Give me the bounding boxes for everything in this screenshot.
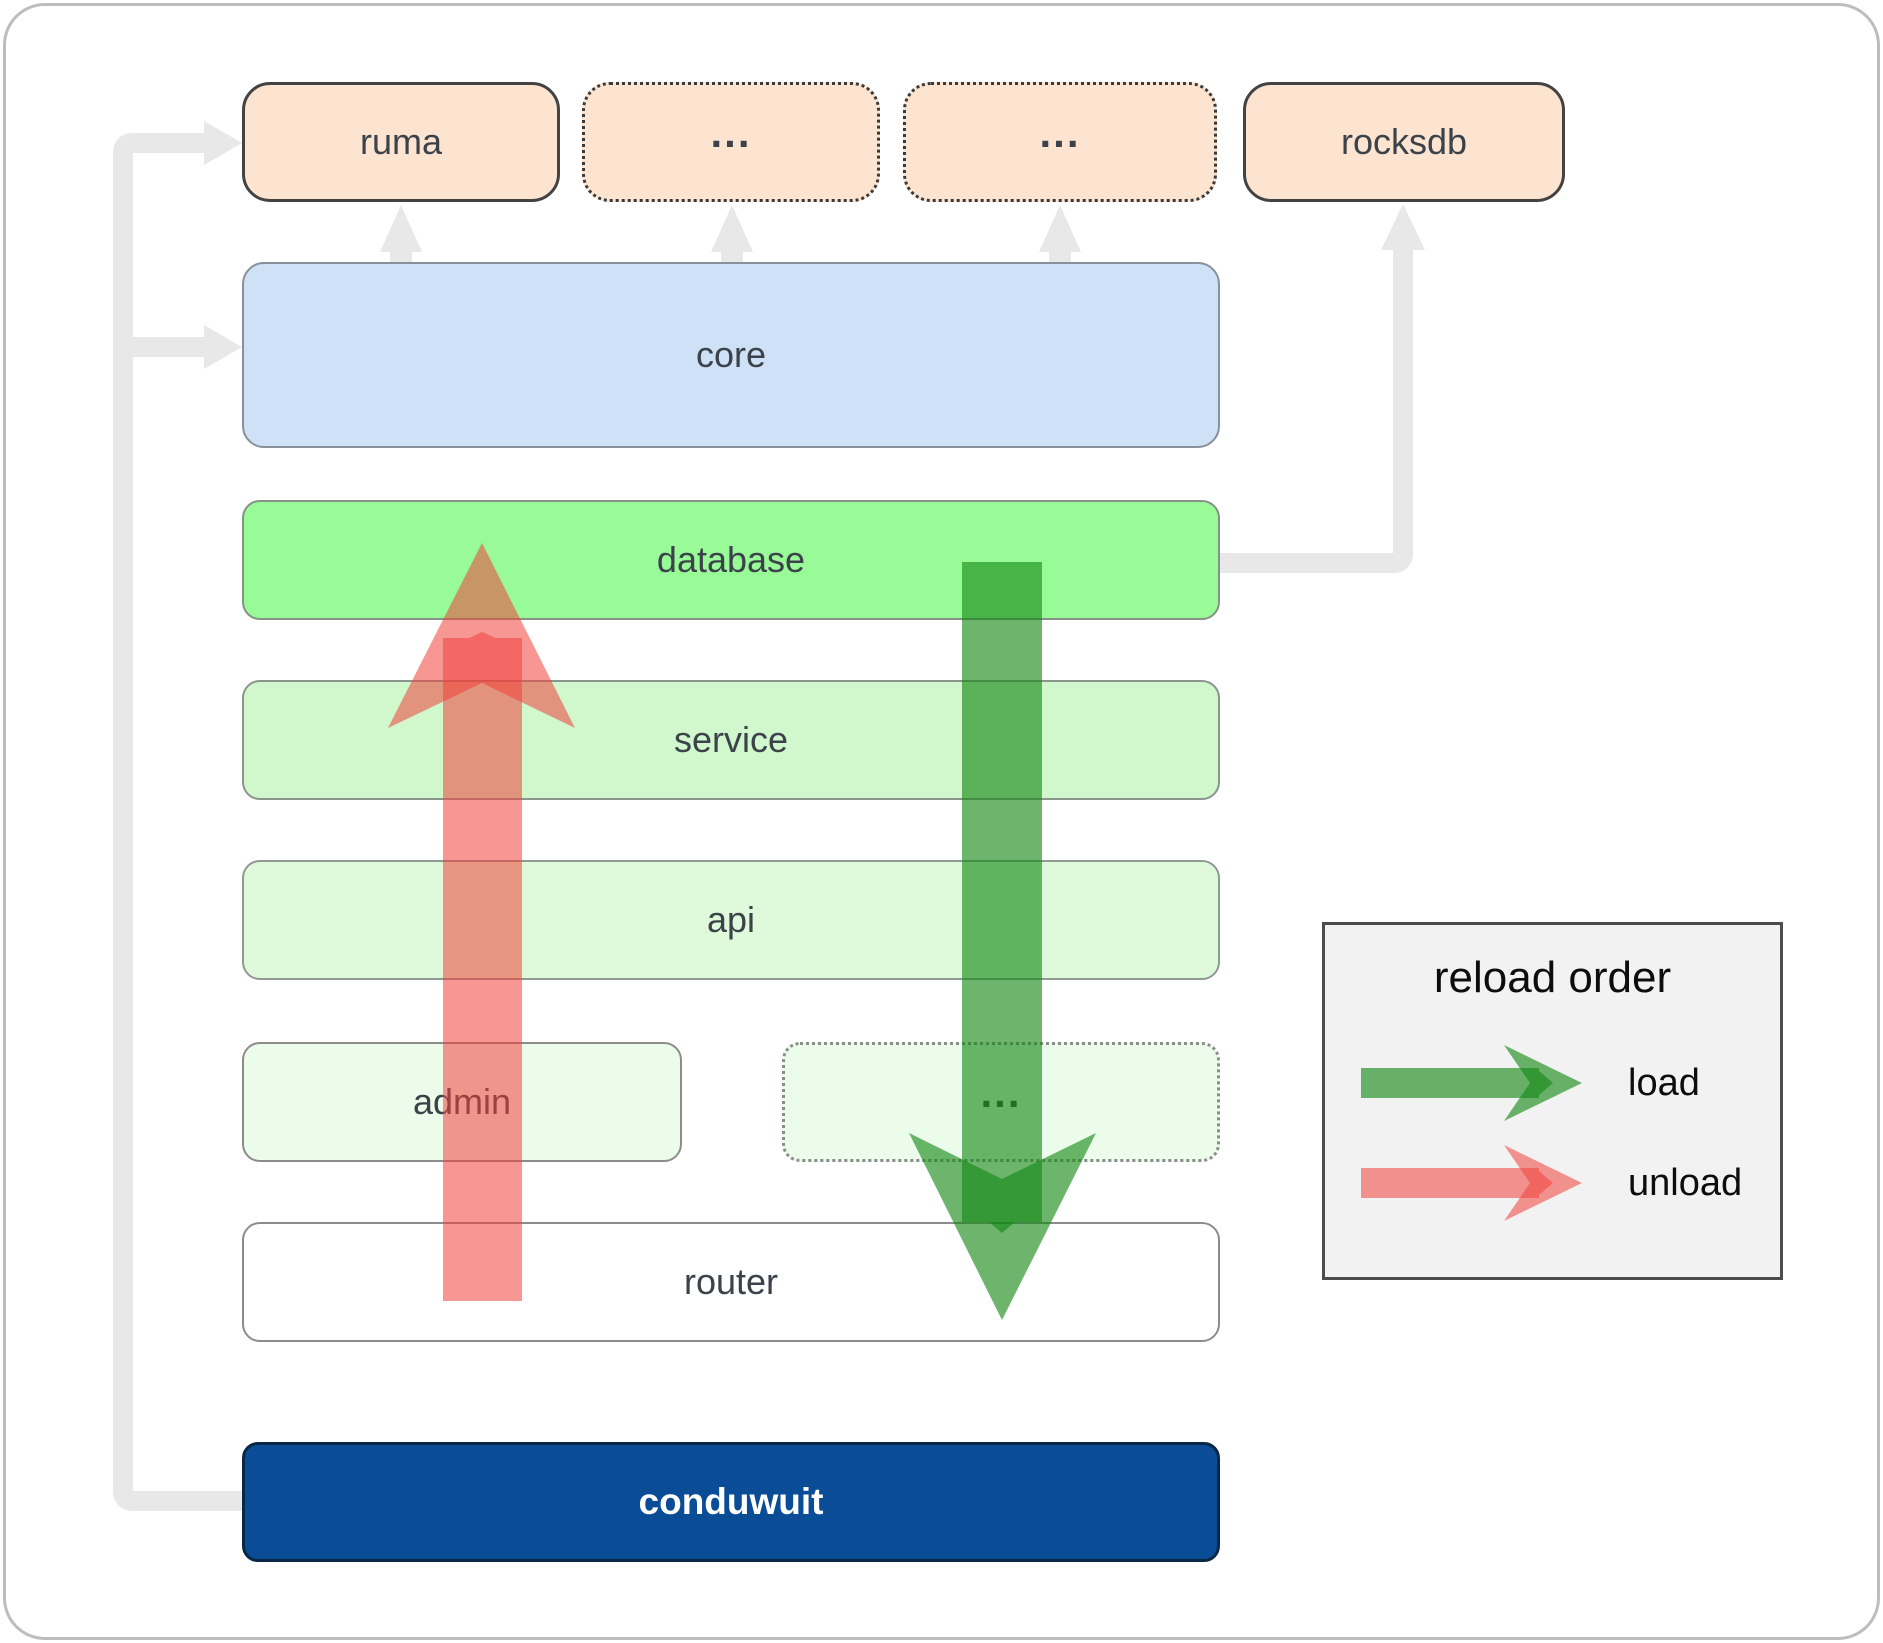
node-rocksdb: rocksdb — [1243, 82, 1565, 202]
legend-box: reload order load unload — [1322, 922, 1783, 1280]
node-ellipsis-top-1-label: ... — [710, 109, 752, 156]
node-ellipsis-admin-label: ... — [980, 1069, 1022, 1116]
node-ellipsis-top-2: ... — [903, 82, 1217, 202]
node-conduwuit: conduwuit — [242, 1442, 1220, 1562]
node-conduwuit-label: conduwuit — [638, 1481, 824, 1522]
legend-title: reload order — [1433, 953, 1672, 1002]
node-admin-label: admin — [412, 1081, 512, 1122]
unload-arrow-icon — [1361, 1145, 1582, 1221]
node-router: router — [242, 1222, 1220, 1342]
legend-row-load: load — [1325, 1043, 1780, 1123]
outer-frame — [3, 3, 1880, 1640]
node-ellipsis-top-1: ... — [582, 82, 880, 202]
node-ruma-label: ruma — [359, 121, 443, 162]
node-core: core — [242, 262, 1220, 448]
legend-row-unload: unload — [1325, 1143, 1780, 1223]
node-rocksdb-label: rocksdb — [1340, 121, 1468, 162]
legend-label-unload: unload — [1628, 1161, 1743, 1204]
node-ruma: ruma — [242, 82, 560, 202]
node-database: database — [242, 500, 1220, 620]
node-router-label: router — [683, 1261, 779, 1302]
node-core-label: core — [695, 334, 767, 375]
legend-label-load: load — [1628, 1061, 1700, 1104]
node-ellipsis-top-2-label: ... — [1039, 109, 1081, 156]
load-arrow-icon — [1361, 1045, 1582, 1121]
node-api: api — [242, 860, 1220, 980]
node-database-label: database — [656, 539, 806, 580]
node-service: service — [242, 680, 1220, 800]
node-ellipsis-admin: ... — [782, 1042, 1220, 1162]
node-service-label: service — [673, 719, 789, 760]
node-admin: admin — [242, 1042, 682, 1162]
node-api-label: api — [706, 899, 756, 940]
